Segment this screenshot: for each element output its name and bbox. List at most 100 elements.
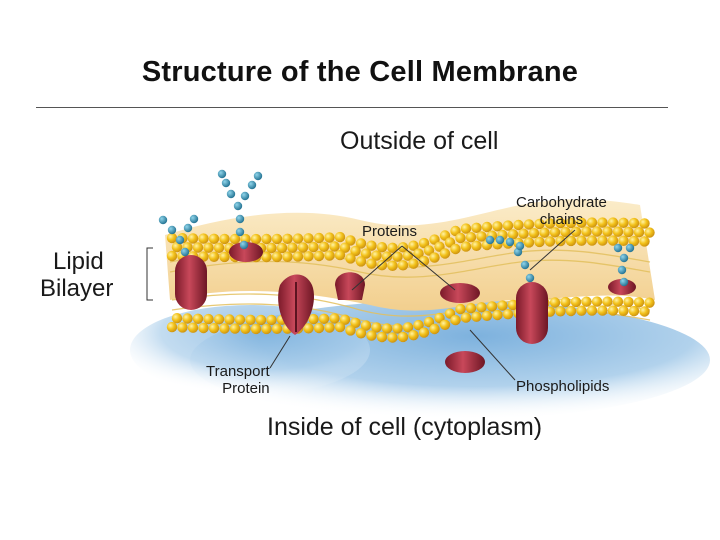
carbohydrate-bead [613,243,623,253]
phospholipid-head [602,296,613,307]
phospholipid-head [429,323,440,335]
phospholipid-head [612,226,624,237]
phospholipid-head [460,223,472,234]
phospholipid-head [334,231,346,243]
protein-bottom [445,351,485,373]
phospholipid-head [345,253,356,264]
phospholipid-head [381,323,393,334]
phospholipid-head [581,226,592,237]
phospholipid-head [607,235,619,246]
phospholipid-head [560,296,571,308]
outside-of-cell-label: Outside of cell [340,127,499,155]
phospholipid-head [355,256,367,267]
phospholipid-head [308,241,319,253]
phospholipid-head [607,305,619,316]
phospholipid-head [313,322,325,334]
phospholipid-head [570,296,582,308]
phospholipid-head [213,314,225,325]
carbohydrate-bead [221,178,231,188]
phospholipid-head [518,228,529,239]
carbohydrate-bead [167,225,177,235]
carbohydrate-bead [485,235,495,245]
phospholipid-head [266,242,277,254]
phospholipid-head [581,296,592,307]
phospholipid-head [345,325,356,336]
carbohydrate-bead [253,171,263,181]
carbohydrate-bead [515,241,525,251]
phospholipid-head [282,233,293,244]
phospholipid-head [318,241,330,252]
phospholipid-head [250,233,262,245]
phospholipid-head [539,227,550,238]
phospholipid-head [166,250,178,262]
phospholipid-head [408,240,419,251]
phospholipid-head [623,226,634,238]
phospholipid-head [397,331,409,343]
carbohydrate-line1: Carbohydrate [516,194,607,211]
phospholipid-head [492,309,503,321]
phospholipid-head [271,233,283,245]
phospholipid-head [213,242,225,253]
carbohydrate-bead [247,180,257,190]
phospholipid-head [187,322,199,333]
phospholipid-head [413,319,424,331]
protein-right [516,282,548,344]
phospholipid-head [565,235,577,247]
phospholipid-head [586,217,598,228]
phospholipid-head [208,251,220,262]
phospholipid-head [366,240,377,251]
phospholipid-head [297,242,309,253]
phospholipid-head [544,236,556,247]
phospholipid-head [492,221,503,232]
phospholipid-head [355,328,367,339]
phospholipids-label: Phospholipids [516,378,610,395]
phospholipid-head [287,242,298,253]
phospholipid-head [423,316,435,328]
phospholipid-head [313,250,325,262]
phospholipid-head [528,228,540,239]
phospholipid-head [261,323,272,335]
protein-top-left [229,242,263,262]
phospholipid-head [318,313,330,324]
phospholipid-head [371,322,382,333]
transport-line1: Transport [206,363,270,380]
carbohydrate-chains [158,169,635,287]
phospholipid-head [418,327,430,338]
phospholipid-head [639,306,650,317]
protein-left [175,255,207,310]
phospholipid-head [481,221,493,233]
phospholipid-head [413,248,424,259]
phospholipid-head [602,226,613,237]
carbohydrate-bead [520,260,530,270]
phospholipid-head [255,314,267,326]
phospholipid-head [366,258,377,269]
phospholipid-head [408,258,419,269]
phospholipid-head [481,310,493,321]
phospholipid-head [623,296,634,308]
phospholipid-head [591,296,603,307]
phospholipid-head [633,297,645,308]
phospholipid-head [203,242,214,253]
phospholipid-head [502,309,514,320]
lipid-bilayer-label: Lipid Bilayer [40,248,113,302]
carbohydrate-bead [235,214,245,224]
phospholipid-head [576,217,587,228]
carbohydrate-bead [240,191,250,201]
phospholipid-head [229,323,241,334]
phospholipid-head [350,317,361,328]
phospholipid-head [276,242,288,254]
phospholipid-head [476,302,487,313]
transport-protein-label: Transport Protein [206,363,270,397]
proteins-label: Proteins [362,223,418,240]
phospholipid-head [618,305,629,316]
phospholipid-head [507,229,519,240]
phospholipid-head [408,330,419,341]
phospholipid-head [392,251,403,262]
phospholipid-head [633,227,645,238]
carbohydrate-bead [183,223,193,233]
phospholipid-head [271,251,283,263]
phospholipid-head [329,241,340,252]
phospholipid-head [324,232,335,243]
phospholipid-head [219,251,230,263]
phospholipid-head [586,235,598,246]
